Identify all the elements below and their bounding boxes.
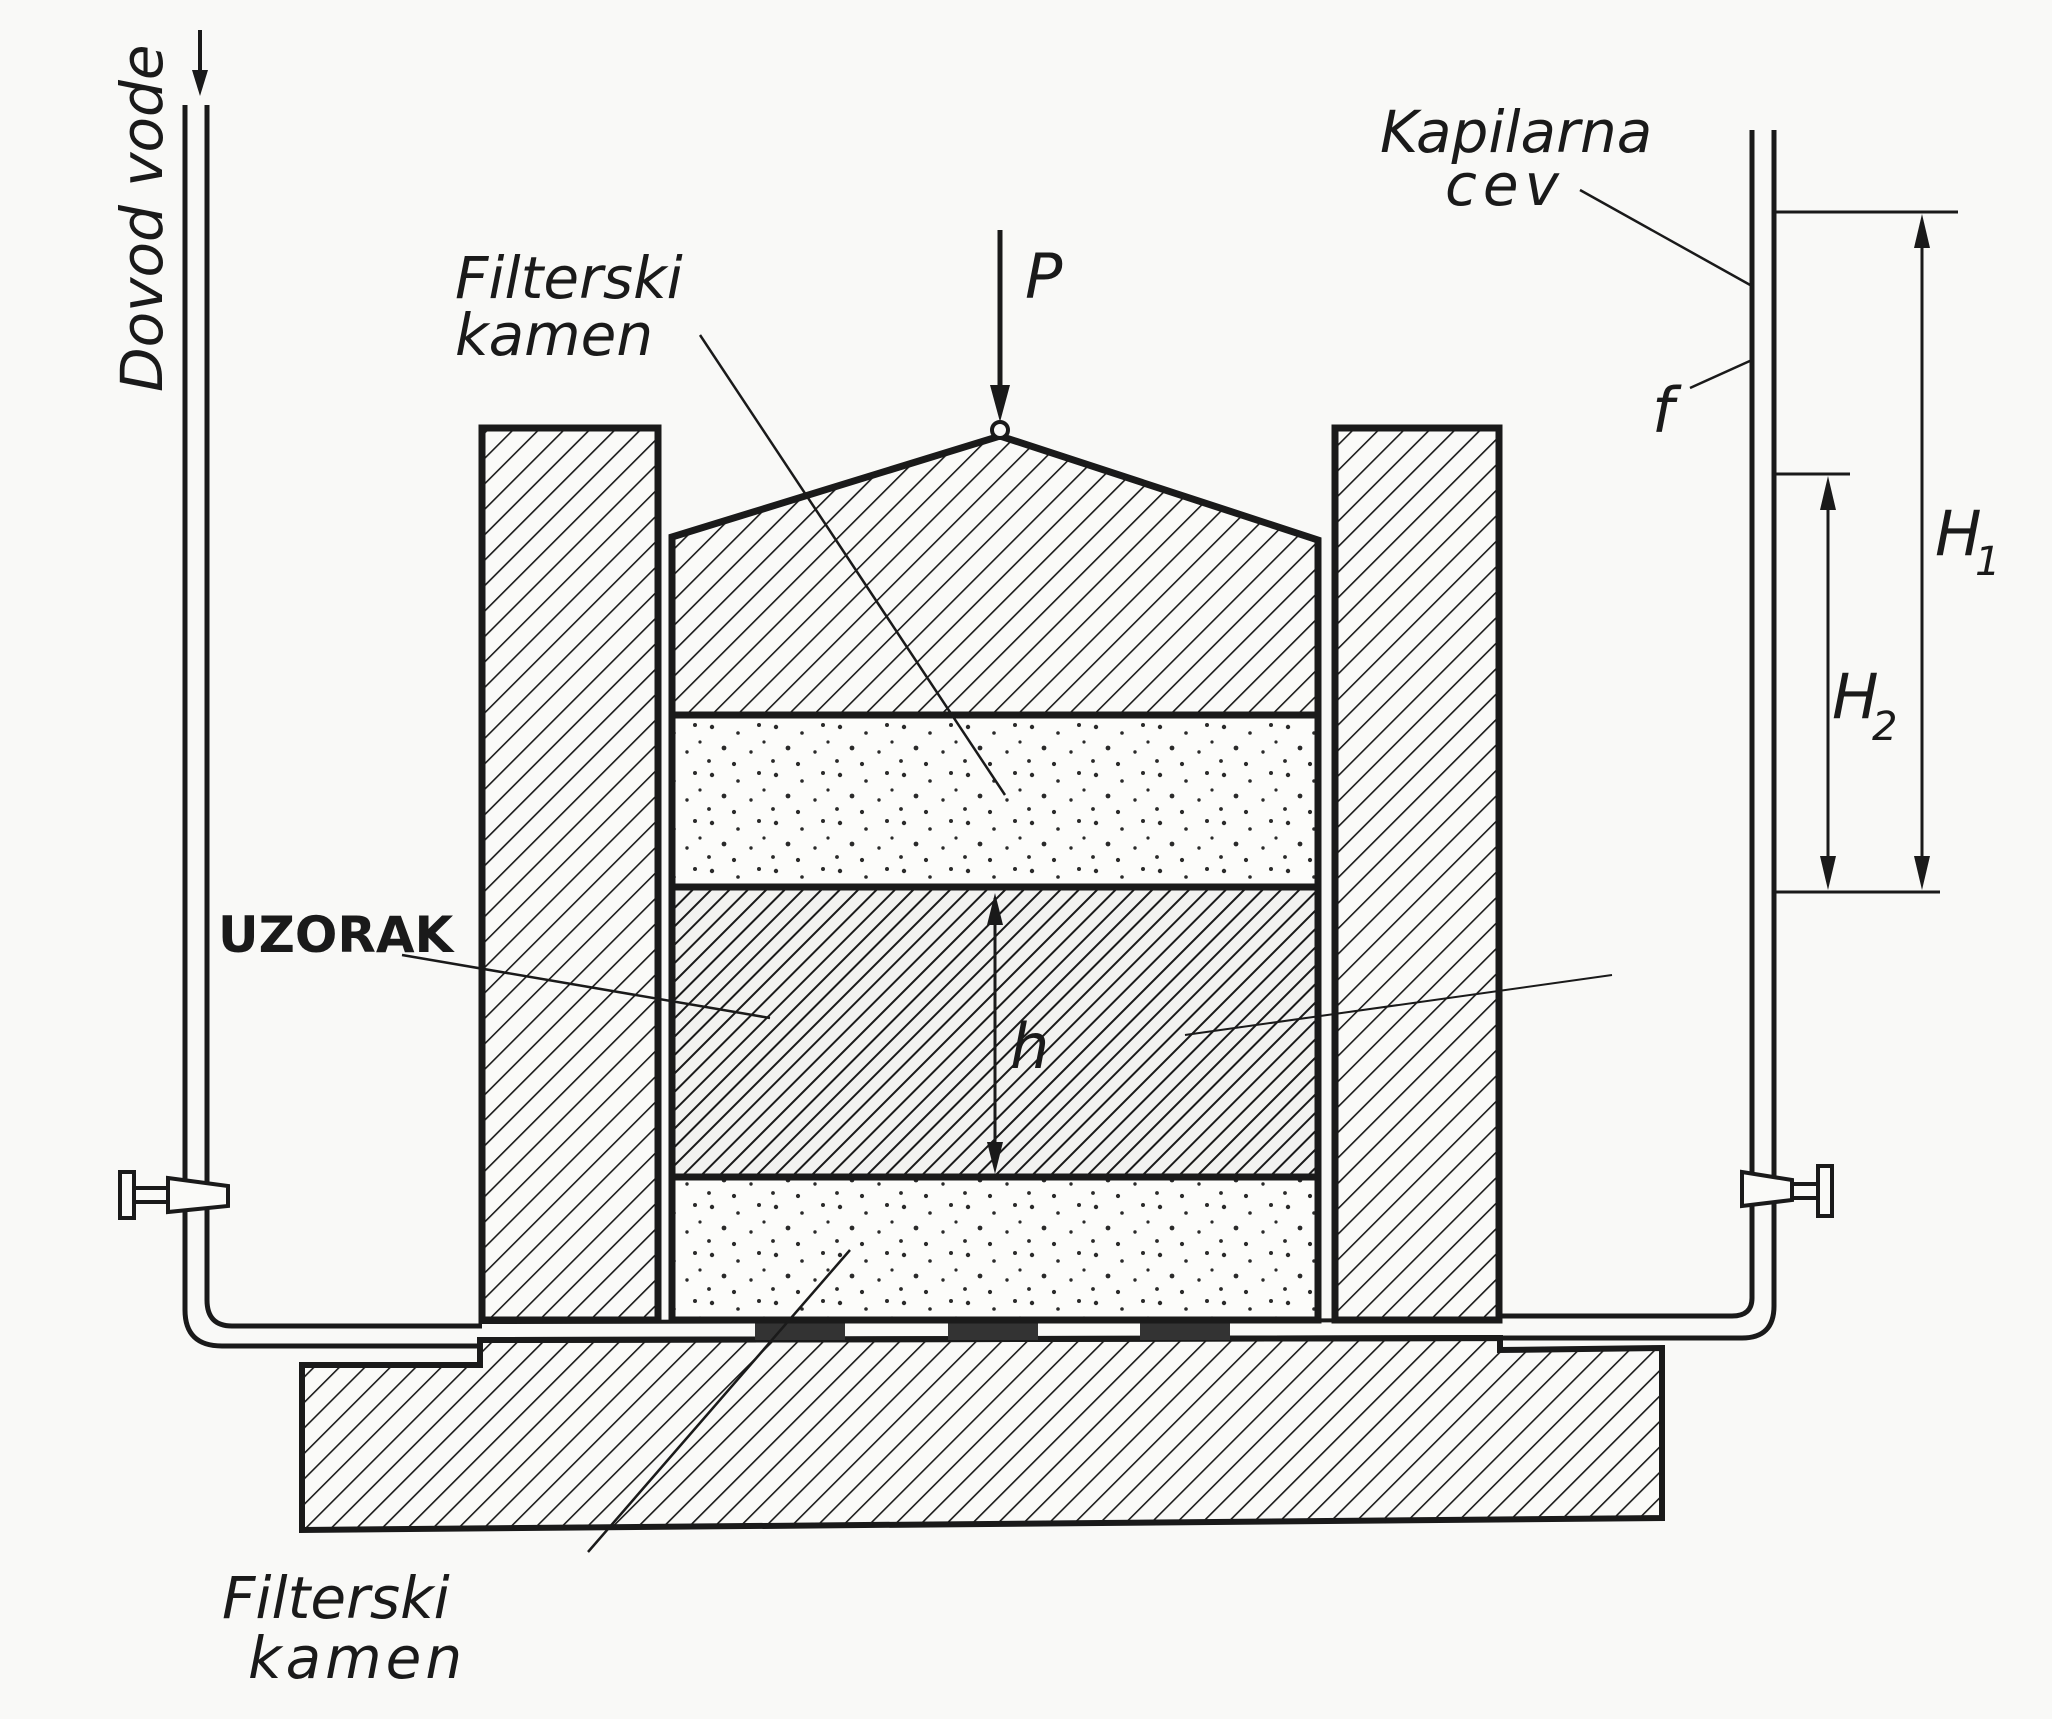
bottom-filter-stone [668,1173,1322,1324]
leader-capillary [1579,188,1753,288]
filter-bottom-label-line2: kamen [248,1624,466,1692]
capillary-tube [1499,130,1752,1196]
right-wall [1331,424,1503,1324]
H2-label: H 2 [1832,660,1897,750]
load-pivot [990,420,1010,440]
filter-bottom-label-line1: Filterski [222,1564,450,1632]
loading-piston [668,432,1322,719]
outlet-valve-icon[interactable] [1740,1164,1834,1218]
porous-patch [948,1320,1038,1340]
svg-text:2: 2 [1872,704,1897,750]
load-label: P [1025,240,1063,313]
H1-label: H 1 [1935,497,2000,585]
capillary-label-line2: cev [1445,151,1565,219]
base-plate [299,1334,1665,1534]
filter-top-label-line1: Filterski [455,244,683,312]
load-arrow-head [990,385,1010,422]
sample-height-label: h [1010,1010,1049,1083]
leader-f [1689,358,1753,390]
inlet-valve-icon[interactable] [118,1170,230,1220]
svg-text:1: 1 [1975,539,2000,585]
inlet-tube [182,105,482,1349]
top-filter-stone [668,711,1322,891]
leader-right-sample [1184,974,1613,1036]
svg-text:H: H [1935,497,1982,570]
inlet-arrow-icon [192,70,208,96]
leader-filter-bottom [587,1249,851,1553]
svg-text:H: H [1832,660,1879,733]
water-inlet-label: Dovod vode [108,44,176,392]
leader-filter-top [698,334,1007,796]
sample-label: UZORAK [218,906,456,964]
left-wall [478,424,662,1324]
porous-patch [1140,1320,1230,1340]
f-label: f [1652,374,1682,447]
filter-top-label-line2: kamen [455,301,653,369]
capillary-label-line1: Kapilarna [1380,98,1652,166]
leader-sample [401,953,771,1020]
